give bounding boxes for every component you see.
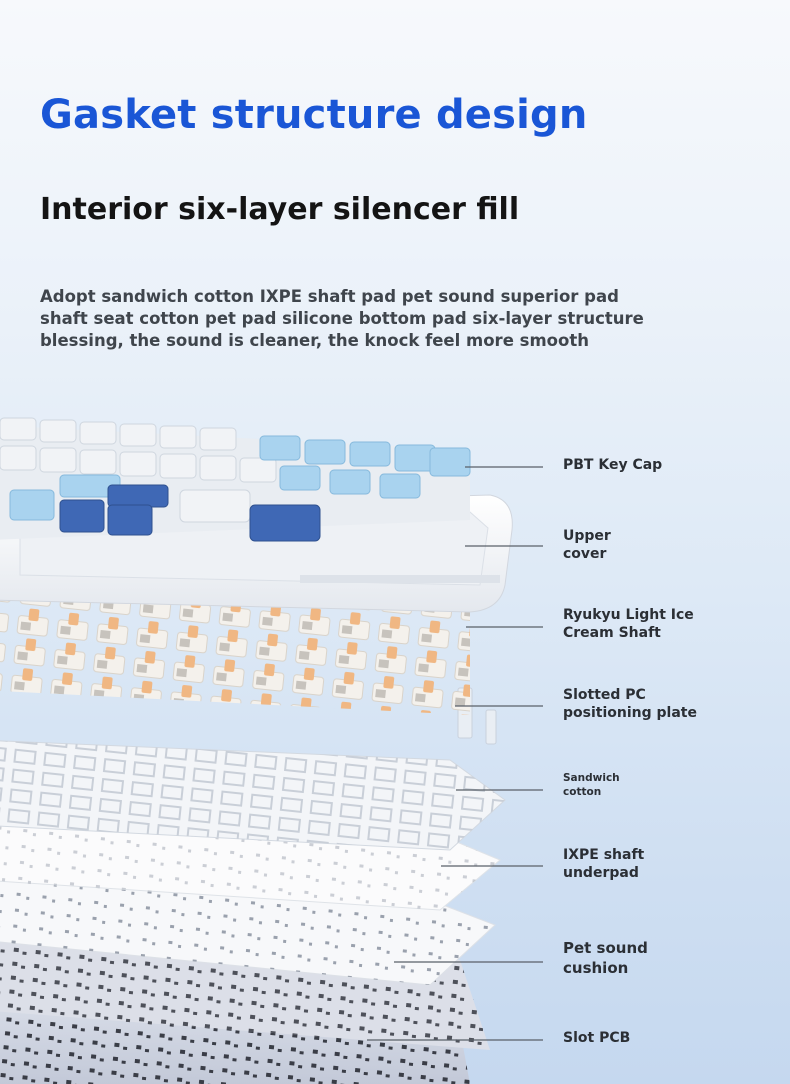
label-sandwich-cotton: Sandwich cotton bbox=[563, 771, 620, 799]
description-line: Adopt sandwich cotton IXPE shaft pad pet… bbox=[40, 287, 619, 306]
leader-lines bbox=[367, 466, 543, 1041]
label-line: positioning plate bbox=[563, 705, 697, 721]
label-switch: Ryukyu Light Ice Cream Shaft bbox=[563, 606, 694, 642]
label-line: Cream Shaft bbox=[563, 625, 661, 641]
description-line: blessing, the sound is cleaner, the knoc… bbox=[40, 331, 589, 350]
label-line: cover bbox=[563, 546, 607, 562]
label-pet-sound-cushion: Pet sound cushion bbox=[563, 938, 648, 978]
label-line: Ryukyu Light Ice bbox=[563, 607, 694, 623]
page-subtitle: Interior six-layer silencer fill bbox=[40, 192, 520, 227]
label-line: Slot PCB bbox=[563, 1030, 631, 1046]
description: Adopt sandwich cotton IXPE shaft pad pet… bbox=[40, 286, 644, 352]
label-pbt-key-cap: PBT Key Cap bbox=[563, 456, 662, 474]
exploded-keyboard-illustration bbox=[0, 417, 543, 1084]
page-title: Gasket structure design bbox=[40, 92, 588, 138]
ixpe-underpad-layer bbox=[0, 861, 496, 986]
label-line: Sandwich bbox=[563, 772, 620, 784]
slotted-pc-positioning-plate-layer bbox=[0, 687, 506, 851]
label-upper-cover: Upper cover bbox=[563, 527, 611, 563]
pbt-keycap-layer bbox=[0, 417, 471, 542]
label-line: cushion bbox=[563, 959, 629, 977]
label-line: PBT Key Cap bbox=[563, 457, 663, 473]
label-line: Pet sound bbox=[563, 939, 648, 957]
label-ixpe-underpad: IXPE shaft underpad bbox=[563, 846, 644, 882]
slot-pcb-layer bbox=[0, 1001, 470, 1084]
label-line: cotton bbox=[563, 786, 602, 798]
label-line: Slotted PC bbox=[563, 687, 646, 703]
description-line: shaft seat cotton pet pad silicone botto… bbox=[40, 309, 644, 328]
label-slot-pcb: Slot PCB bbox=[563, 1029, 630, 1047]
label-line: Upper bbox=[563, 528, 611, 544]
label-line: underpad bbox=[563, 865, 639, 881]
label-line: IXPE shaft bbox=[563, 847, 645, 863]
switch-layer bbox=[0, 595, 470, 715]
label-slotted-pc-plate: Slotted PC positioning plate bbox=[563, 686, 697, 722]
